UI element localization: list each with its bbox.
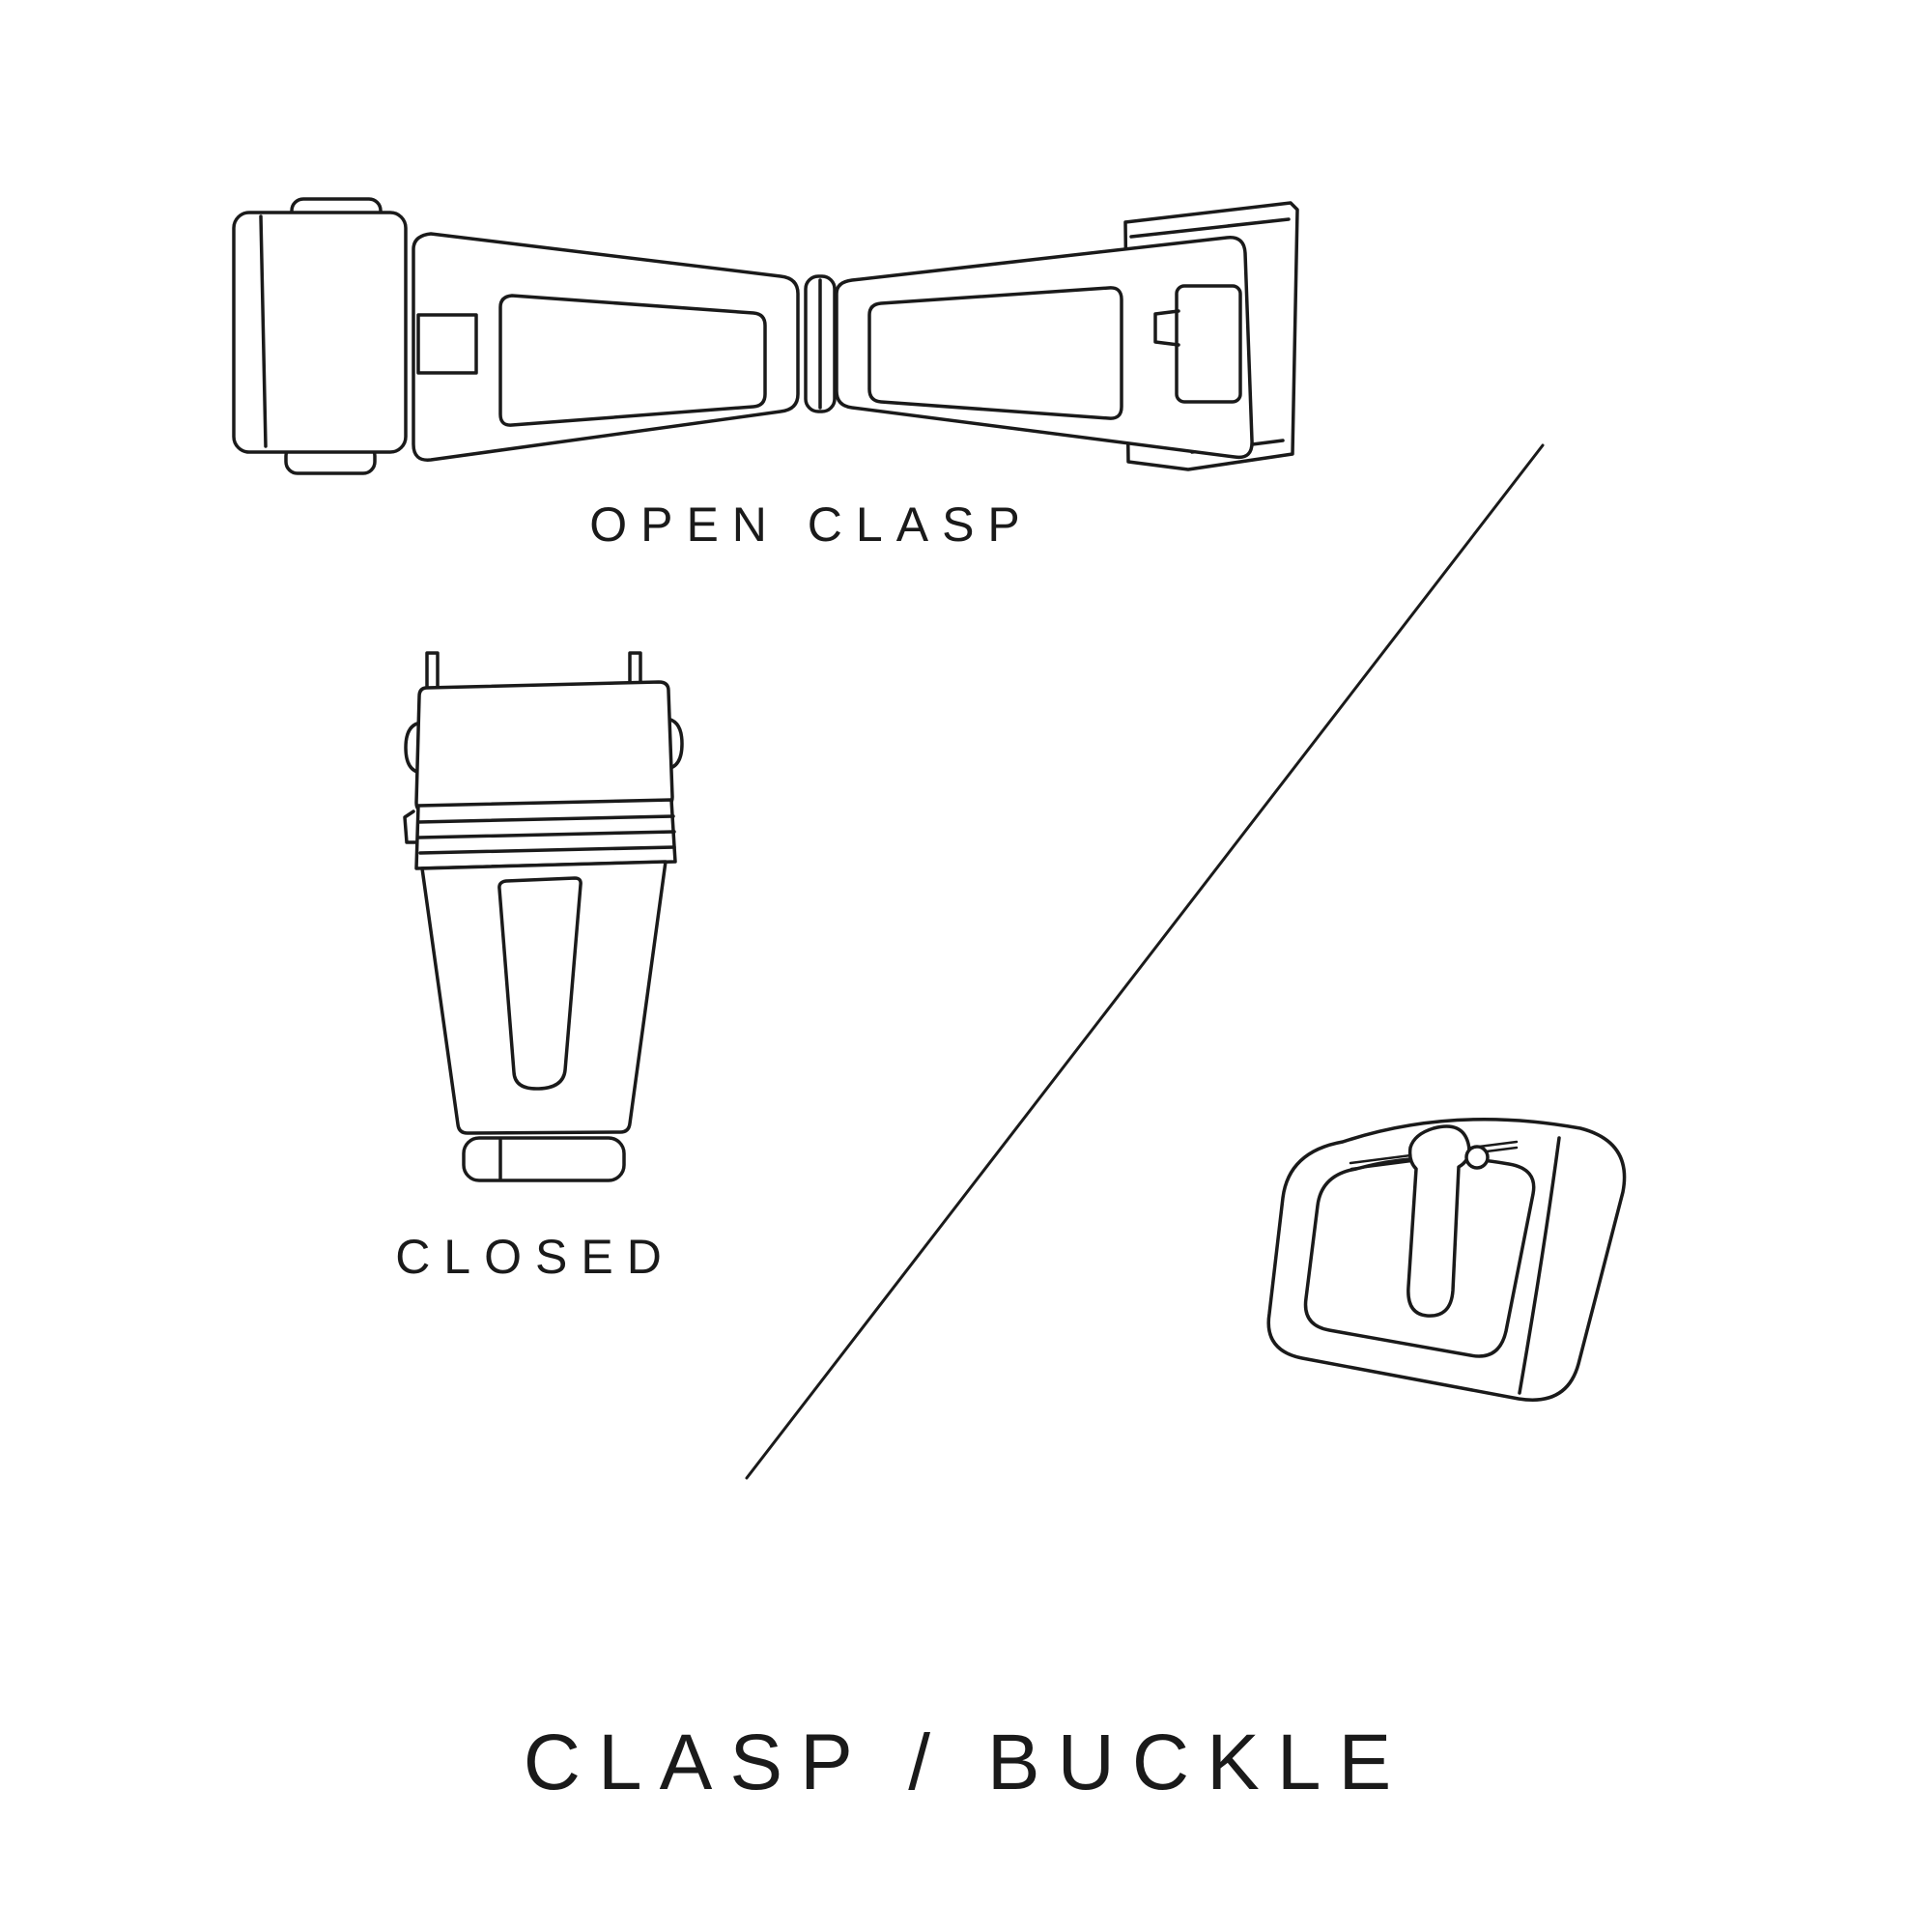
- tang-buckle-illustration: [1266, 1117, 1627, 1402]
- left-arm-inner-outline: [498, 294, 767, 427]
- right-strap-plate-top-line: [1129, 217, 1291, 239]
- buckle-band-edge-line: [1518, 1136, 1561, 1395]
- endlink-body: [232, 211, 408, 454]
- closed-clasp-illustration: [403, 651, 684, 1182]
- buckle-prong: [1406, 1124, 1471, 1318]
- open-clasp-label: OPEN CLASP: [589, 497, 1034, 552]
- closed-clasp-top-box: [414, 680, 674, 813]
- closed-clasp-label: CLOSED: [395, 1230, 675, 1284]
- diagonal-divider-line: [745, 443, 1545, 1480]
- open-clasp-illustration: [232, 197, 1299, 475]
- left-clasp-arm: [412, 232, 800, 462]
- buckle-prong-curl: [1464, 1145, 1490, 1170]
- fold-band-line-2: [417, 830, 676, 839]
- endlink-fold-line: [259, 214, 268, 448]
- closed-clasp-cover: [420, 860, 668, 1135]
- closed-clasp-bottom-bar: [462, 1136, 626, 1182]
- fold-band-line-3: [418, 845, 676, 855]
- right-arm-inner-outline: [867, 286, 1123, 420]
- closed-clasp-left-prong: [425, 651, 440, 692]
- closed-clasp-side-notch: [403, 810, 419, 844]
- right-arm-keeper-latch: [1153, 309, 1180, 347]
- closed-clasp-cover-cutout: [497, 876, 582, 1091]
- fold-band-line-1: [416, 814, 675, 824]
- left-arm-notch: [416, 313, 478, 375]
- page-title: CLASP / BUCKLE: [523, 1719, 1409, 1806]
- right-arm-keeper: [1175, 284, 1242, 404]
- right-clasp-arm: [835, 236, 1254, 460]
